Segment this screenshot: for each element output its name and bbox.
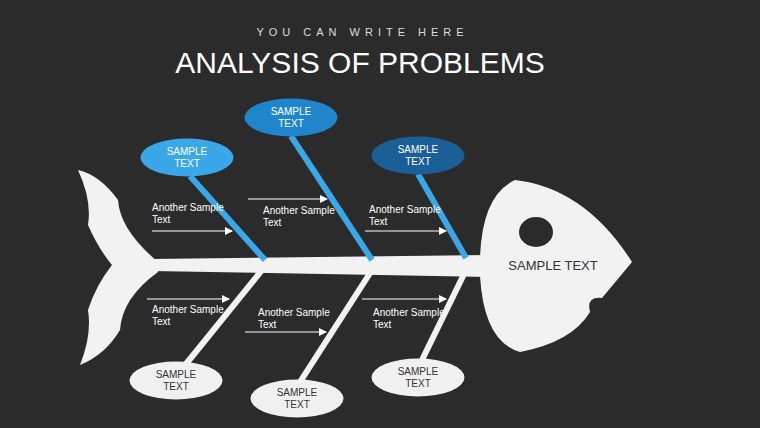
bottom-bone <box>186 270 262 364</box>
cause-label: Another Sample Text <box>258 307 334 331</box>
subtitle: YOU CAN WRITE HERE <box>0 26 725 38</box>
cause-arrow <box>147 299 229 300</box>
cause-arrow <box>362 299 446 300</box>
ellipse-shape <box>251 380 344 418</box>
top-bone <box>291 136 372 260</box>
cause-arrow <box>365 231 446 232</box>
cause-ellipse: SAMPLE TEXT <box>371 358 465 397</box>
fish-head <box>480 180 632 352</box>
node-text: SAMPLE TEXT <box>503 258 603 274</box>
node-text: SAMPLE TEXT <box>267 387 327 411</box>
cause-ellipse: SAMPLE TEXT <box>250 379 344 418</box>
node-text: SAMPLE TEXT <box>261 106 321 130</box>
cause-label: Another Sample Text <box>373 307 449 331</box>
fish-eye <box>519 217 553 247</box>
ellipse-shape <box>130 362 223 400</box>
ellipse-shape <box>372 137 465 175</box>
problem-head: SAMPLE TEXT <box>499 255 607 277</box>
cause-arrow <box>248 199 327 200</box>
node-text: SAMPLE TEXT <box>388 144 448 168</box>
cause-label: Another Sample Text <box>152 304 228 328</box>
ellipse-shape <box>141 139 234 177</box>
fish-tail <box>78 170 158 365</box>
cause-label: Another Sample Text <box>263 205 339 229</box>
fish-spine <box>150 255 490 277</box>
cause-arrow <box>152 231 232 232</box>
top-bone <box>418 174 466 258</box>
node-text: SAMPLE TEXT <box>146 369 206 393</box>
bottom-bone <box>300 270 372 382</box>
cause-ellipse: SAMPLE TEXT <box>244 98 338 137</box>
cause-ellipse: SAMPLE TEXT <box>129 361 223 400</box>
cause-arrow <box>245 332 326 333</box>
node-text: SAMPLE TEXT <box>157 146 217 170</box>
ellipse-shape <box>245 99 338 137</box>
title: ANALYSIS OF PROBLEMS <box>0 46 720 80</box>
cause-label: Another Sample Text <box>152 202 228 226</box>
cause-label: Another Sample Text <box>369 204 445 228</box>
ellipse-shape <box>372 359 465 397</box>
cause-ellipse: SAMPLE TEXT <box>140 138 234 177</box>
node-text: SAMPLE TEXT <box>388 366 448 390</box>
cause-ellipse: SAMPLE TEXT <box>371 136 465 175</box>
top-bone <box>190 176 265 260</box>
